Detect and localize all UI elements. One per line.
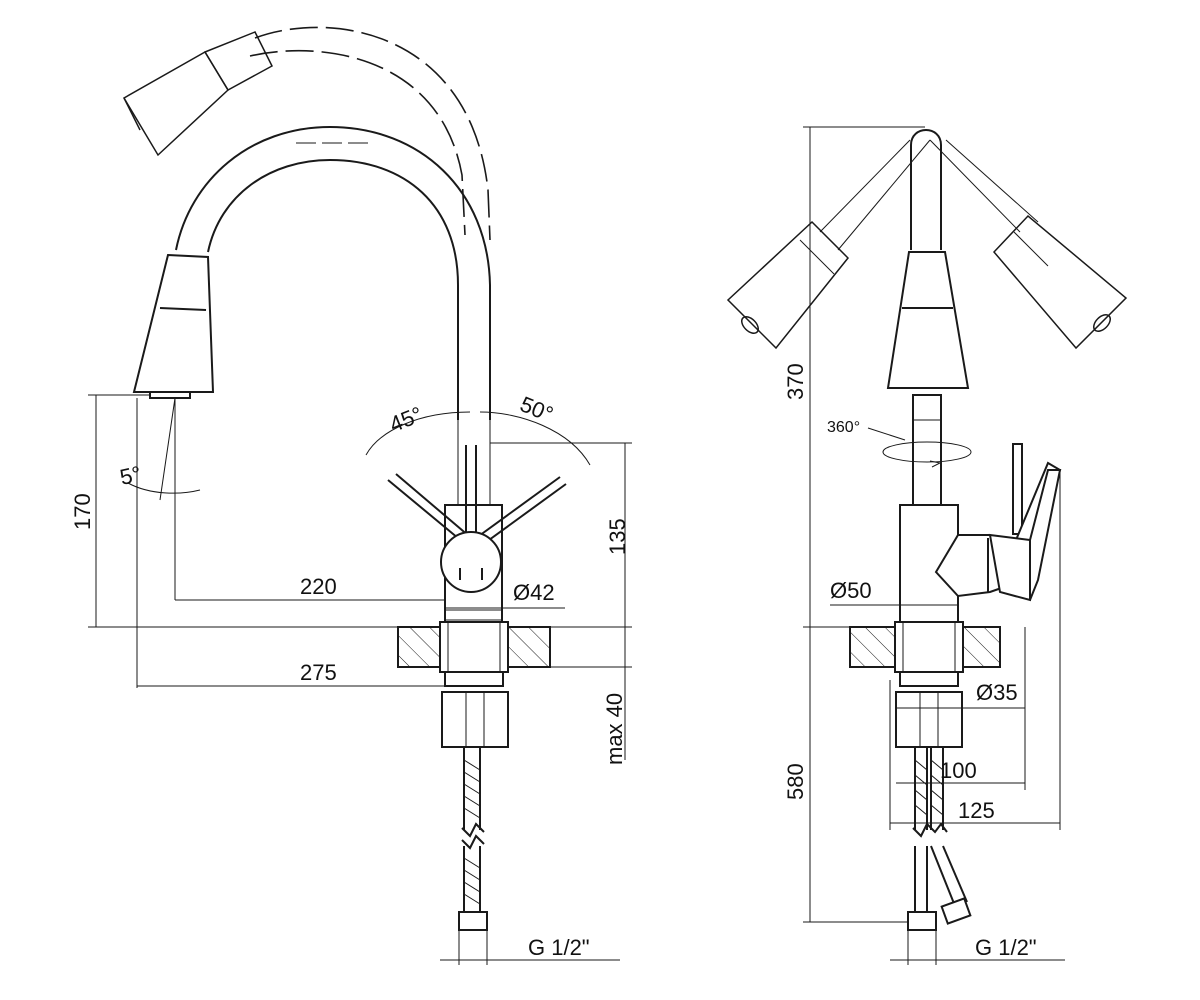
front-dimensions xyxy=(88,394,632,965)
spray-alt-positions xyxy=(726,139,1128,350)
spout-alt-position-dashed xyxy=(122,26,491,241)
dim-dia50-label: Ø50 xyxy=(830,578,872,603)
front-view: 45° 50° 5° 170 135 220 Ø42 275 max 40 G … xyxy=(70,26,632,965)
thread-front-label: G 1/2" xyxy=(528,935,590,960)
dim-275-label: 275 xyxy=(300,660,337,685)
dim-125-label: 125 xyxy=(958,798,995,823)
dim-220-label: 220 xyxy=(300,574,337,599)
dim-370-label: 370 xyxy=(783,363,808,400)
side-countertop-mount xyxy=(849,621,1001,748)
braided-hose xyxy=(458,747,488,931)
side-dimensions xyxy=(803,126,1065,965)
dim-580-label: 580 xyxy=(783,763,808,800)
dim-135-label: 135 xyxy=(605,518,630,555)
side-view: 370 360° Ø50 Ø35 100 125 580 G 1/2" xyxy=(726,126,1128,965)
side-spout xyxy=(886,129,970,506)
angle-5-label: 5° xyxy=(118,461,144,490)
swivel-indicator xyxy=(867,427,972,468)
angle-50-label: 50° xyxy=(517,391,557,427)
dim-dia35-label: Ø35 xyxy=(976,680,1018,705)
side-body xyxy=(899,443,1062,623)
spray-head xyxy=(132,253,215,399)
thread-side-label: G 1/2" xyxy=(975,935,1037,960)
mixer-body xyxy=(387,420,567,626)
dim-170-label: 170 xyxy=(70,493,95,530)
dim-max40-label: max 40 xyxy=(602,693,627,765)
side-hoses xyxy=(907,747,972,931)
angle-45-label: 45° xyxy=(386,402,426,438)
swivel-360-label: 360° xyxy=(827,419,860,436)
dim-100-label: 100 xyxy=(940,758,977,783)
dim-dia42-label: Ø42 xyxy=(513,580,555,605)
countertop-mount xyxy=(397,621,551,748)
gooseneck-spout xyxy=(175,125,491,420)
